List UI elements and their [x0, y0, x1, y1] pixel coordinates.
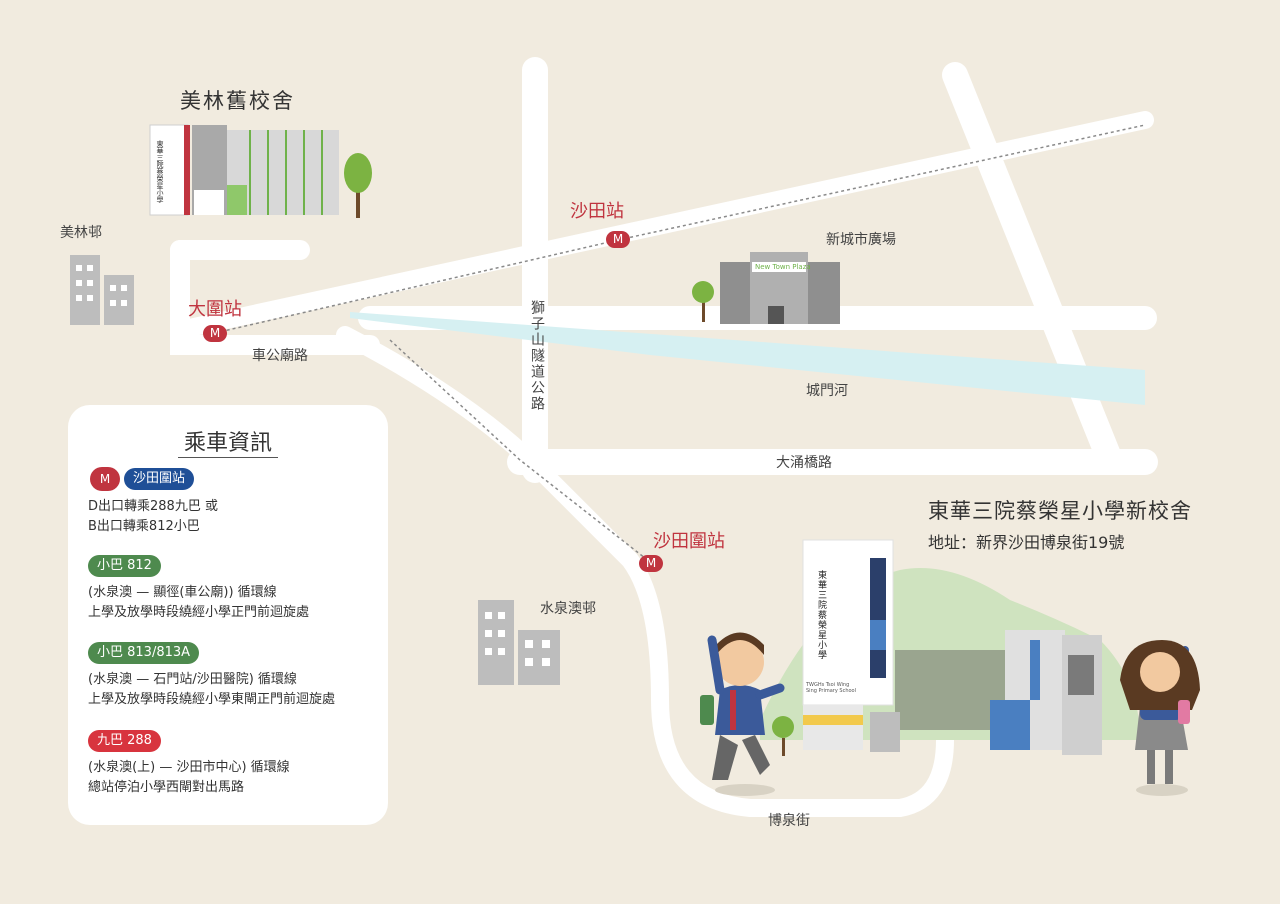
panel-title-underline [178, 457, 278, 458]
new-campus-building [802, 539, 1102, 755]
transport-info-panel: 乘車資訊 M 沙田圍站 D出口轉乘288九巴 或 B出口轉乘812小巴 小巴 8… [68, 405, 388, 825]
new-campus-building-english: TWGHs Tsoi Wing Sing Primary School [806, 682, 857, 694]
road-che-kung-miu [170, 240, 380, 355]
lion-rock-tunnel-road-label: 獅子山隧道公路 [529, 300, 545, 412]
rail-line-tuen-ma [389, 339, 651, 563]
tai-wai-station-label: 大圍站 [188, 299, 242, 320]
new-town-plaza-tree [692, 281, 714, 322]
sha-tin-station-label: 沙田站 [570, 201, 624, 222]
route-badge-bus-288: 九巴 288 [88, 730, 161, 752]
mei-lam-windows [76, 265, 127, 306]
route-813-line-2: 上學及放學時段繞經小學東閘正門前迴旋處 [88, 692, 336, 707]
old-campus-tree [344, 153, 372, 218]
road-rail-corridor [171, 111, 1154, 339]
sha-tin-wai-station-label: 沙田圍站 [653, 531, 725, 552]
school-title: 東華三院蔡榮星小學新校舍 [928, 499, 1192, 523]
sha-tin-mtr-icon[interactable]: M [606, 231, 630, 248]
shing-mun-river-label: 城門河 [806, 383, 848, 399]
route-813-line-1: (水泉澳 — 石門站/沙田醫院) 循環線 [88, 672, 297, 687]
old-campus-building-text: 東華三院蔡榮星小學 [156, 140, 164, 203]
transport-panel-title: 乘車資訊 [183, 431, 272, 456]
new-town-plaza-label: 新城市廣場 [826, 232, 896, 248]
shui-chuen-o-estate-label: 水泉澳邨 [540, 601, 596, 617]
old-campus-label: 美林舊校舍 [180, 89, 295, 113]
shui-chuen-o-buildings [478, 600, 560, 685]
mei-lam-buildings [70, 255, 134, 325]
new-town-plaza-sign: New Town Plaza [755, 263, 811, 271]
river-shing-mun [350, 312, 1145, 405]
route-288-line-2: 總站停泊小學西閘對出馬路 [88, 780, 245, 795]
new-town-plaza-building [720, 252, 840, 324]
route-812-line-2: 上學及放學時段繞經小學正門前迴旋處 [88, 605, 310, 620]
route-812-line-1: (水泉澳 — 顯徑(車公廟)) 循環線 [88, 585, 277, 600]
station-badge: 沙田圍站 [124, 468, 195, 490]
mei-lam-estate-label: 美林邨 [60, 225, 102, 241]
old-campus-building [149, 124, 339, 216]
route-badge-minibus-812: 小巴 812 [88, 555, 161, 577]
school-address: 地址：新界沙田博泉街19號 [928, 533, 1125, 552]
tai-chung-kiu-road-label: 大涌橋路 [776, 455, 832, 471]
road-pok-chuen [336, 326, 954, 817]
che-kung-miu-road-label: 車公廟路 [252, 348, 308, 364]
girl-student-illustration [1120, 640, 1200, 796]
route-288-line-1: (水泉澳(上) — 沙田市中心) 循環線 [88, 760, 290, 775]
pok-chuen-street-label: 博泉街 [768, 813, 810, 829]
station-info-line-1: D出口轉乘288九巴 或 [88, 499, 218, 514]
shui-chuen-o-windows [485, 612, 550, 666]
station-info-line-2: B出口轉乘812小巴 [88, 519, 200, 534]
mtr-logo-icon: M [90, 467, 120, 491]
campus-tree [772, 716, 794, 756]
boy-student-illustration [700, 632, 785, 796]
tai-wai-mtr-icon[interactable]: M [203, 325, 227, 342]
sha-tin-wai-mtr-icon[interactable]: M [639, 555, 663, 572]
route-badge-minibus-813: 小巴 813/813A [88, 642, 200, 664]
new-campus-building-text: 東華三院蔡榮星小學 [816, 570, 826, 660]
school-title-block: 東華三院蔡榮星小學新校舍 地址：新界沙田博泉街19號 [928, 495, 1192, 553]
